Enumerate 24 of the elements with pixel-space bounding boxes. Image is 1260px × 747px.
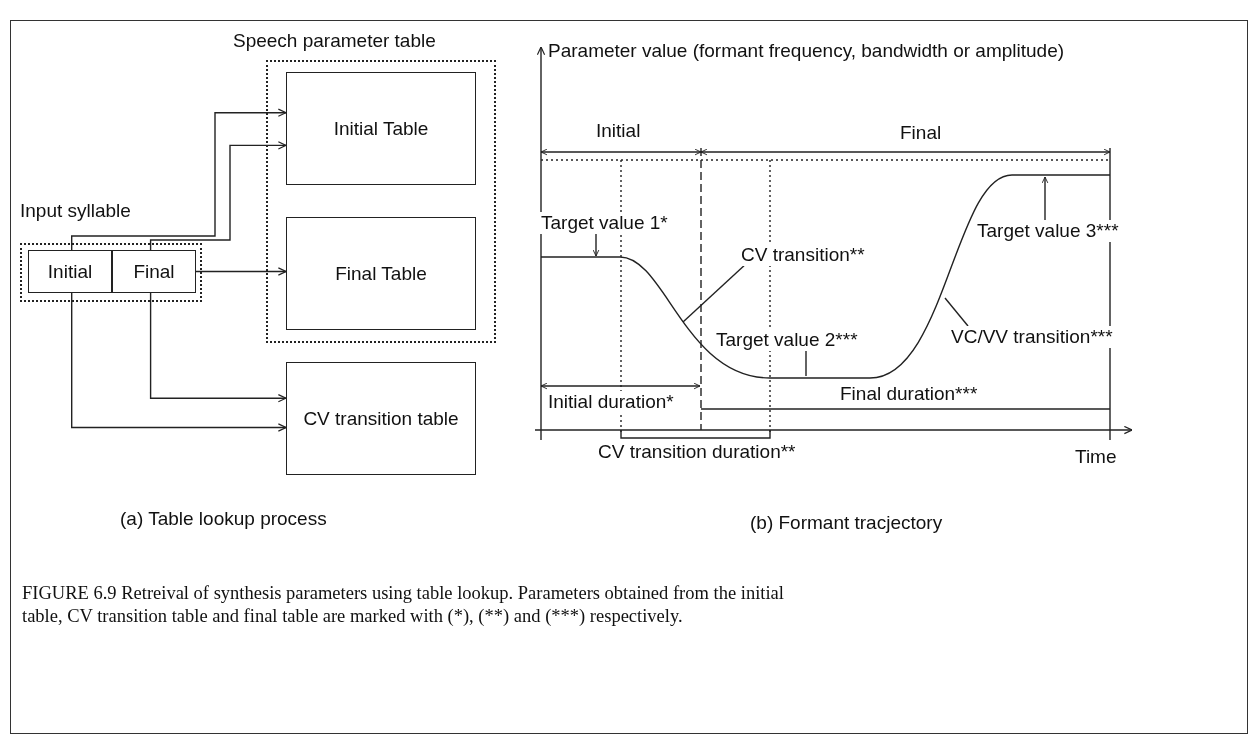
table-box: CV transition table (286, 362, 476, 475)
table-box: Initial Table (286, 72, 476, 185)
panel-caption: (b) Formant tracjectory (750, 512, 943, 534)
dimension-label: Initial duration* (548, 391, 674, 413)
panel-caption: (a) Table lookup process (120, 508, 327, 530)
group-title: Speech parameter table (233, 30, 436, 52)
syllable-cell: Final (112, 250, 196, 293)
group-title: Input syllable (20, 200, 131, 222)
leader-line (944, 297, 969, 327)
axis-label: Parameter value (formant frequency, bandwidth or amplitude) (548, 40, 1065, 62)
syllable-cell: Initial (28, 250, 112, 293)
table-box: Final Table (286, 217, 476, 330)
leader-line (1041, 176, 1049, 221)
leader-line (805, 350, 807, 377)
figure-caption: FIGURE 6.9 Retreival of synthesis parameters using table lookup. Parameters obtained from the initial table, CV transition table and final table are marked with (*), (**) and (***) respectively. (22, 582, 785, 629)
arrow (71, 108, 287, 251)
arrow (195, 267, 287, 276)
annotation-text: Target value 3*** (976, 220, 1120, 242)
axis-label: Time (1075, 446, 1117, 468)
leader-line (682, 265, 745, 323)
leader-line (592, 233, 600, 257)
arrow (71, 292, 287, 432)
arrow (149, 141, 287, 251)
arrow (149, 292, 287, 403)
